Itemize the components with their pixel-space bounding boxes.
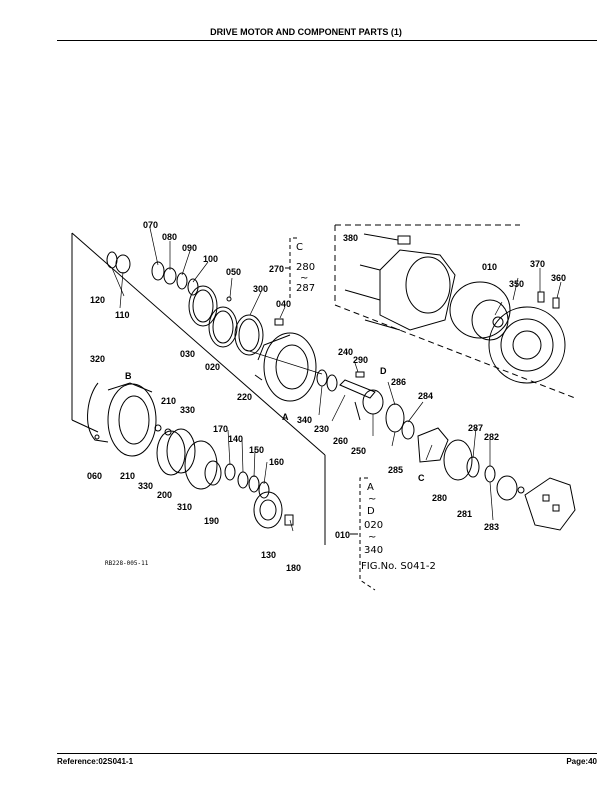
sprocket-bolts [537,291,560,309]
callout-210a: 210 [161,396,176,406]
callout-282: 282 [484,432,499,442]
travel-motor-body [344,249,511,341]
callout-090: 090 [182,243,197,253]
upper-small-parts [106,251,284,356]
planetary-set [156,428,270,499]
callout-370: 370 [530,259,545,269]
bolt-380 [363,233,411,245]
reference-text: Reference:02S041-1 [57,757,134,766]
callout-160: 160 [269,457,284,467]
group-ad-letter-a: A [367,482,374,493]
callout-110: 110 [115,310,130,320]
letter-d: D [380,366,387,376]
callout-180: 180 [286,563,301,573]
group-ad-part-number: 010 [335,530,350,540]
callout-150: 150 [249,445,264,455]
machine-frame-outline [334,224,576,399]
callout-320: 320 [90,354,105,364]
callout-200: 200 [157,490,172,500]
footer-rule [57,753,597,754]
sprocket [488,306,566,384]
letter-c: C [418,473,425,483]
callout-350: 350 [509,279,524,289]
callout-290: 290 [353,355,368,365]
callout-287: 287 [468,423,483,433]
group-ad-label: 010 A ~ D 020 ~ 340 [335,482,383,556]
callout-250: 250 [351,446,366,456]
group-bracket-c [289,237,297,300]
callout-060: 060 [87,471,102,481]
callout-240: 240 [338,347,353,357]
group-c-label: 270 C 280 ~ 287 [269,242,315,294]
callout-340: 340 [297,415,312,425]
group-c-to: 287 [296,283,315,294]
page-title: DRIVE MOTOR AND COMPONENT PARTS (1) [210,27,402,37]
callout-284: 284 [418,391,433,401]
callout-080: 080 [162,232,177,242]
callout-170: 170 [213,424,228,434]
callout-310: 310 [177,502,192,512]
callout-330b: 330 [138,481,153,491]
callout-300: 300 [253,284,268,294]
callout-260: 260 [333,436,348,446]
group-c-tilde: ~ [300,273,308,284]
letter-b: B [125,371,132,381]
cover-block [524,477,576,531]
callout-330a: 330 [180,405,195,415]
group-c-letter: C [296,242,303,253]
plate-130 [253,491,294,529]
group-ad-letter-d: D [367,506,375,517]
callout-285: 285 [388,465,403,475]
callout-220: 220 [237,392,252,402]
callout-360: 360 [551,273,566,283]
group-c-part-number: 270 [269,264,284,274]
callout-010a: 010 [482,262,497,272]
callout-281: 281 [457,509,472,519]
callout-230: 230 [314,424,329,434]
callout-280: 280 [432,493,447,503]
callout-050: 050 [226,267,241,277]
drawing-reference: RB228-005-11 [105,560,149,567]
page-number: Page:40 [566,757,597,766]
leader-lines [111,227,562,532]
group-ad-tilde-2: ~ [368,532,376,543]
housing-220 [254,332,317,402]
figure-number: FIG.No. S041-2 [361,561,436,572]
callout-020: 020 [205,362,220,372]
callout-286: 286 [391,377,406,387]
callout-283: 283 [484,522,499,532]
callout-210b: 210 [120,471,135,481]
callout-100: 100 [203,254,218,264]
callout-120: 120 [90,295,105,305]
callout-130: 130 [261,550,276,560]
callout-380: 380 [343,233,358,243]
header-rule [57,40,597,41]
assembly-frame [71,232,326,545]
group-bracket-ad [359,477,376,591]
group-c-from: 280 [296,262,315,273]
callout-140: 140 [228,434,243,444]
valve-block [417,427,525,501]
group-ad-to: 340 [364,545,383,556]
callout-030: 030 [180,349,195,359]
callout-190: 190 [204,516,219,526]
letter-a: A [282,412,289,422]
callout-040: 040 [276,299,291,309]
group-ad-from: 020 [364,520,383,531]
callout-070: 070 [143,220,158,230]
group-ad-tilde-1: ~ [368,494,376,505]
lower-housing [87,382,172,457]
